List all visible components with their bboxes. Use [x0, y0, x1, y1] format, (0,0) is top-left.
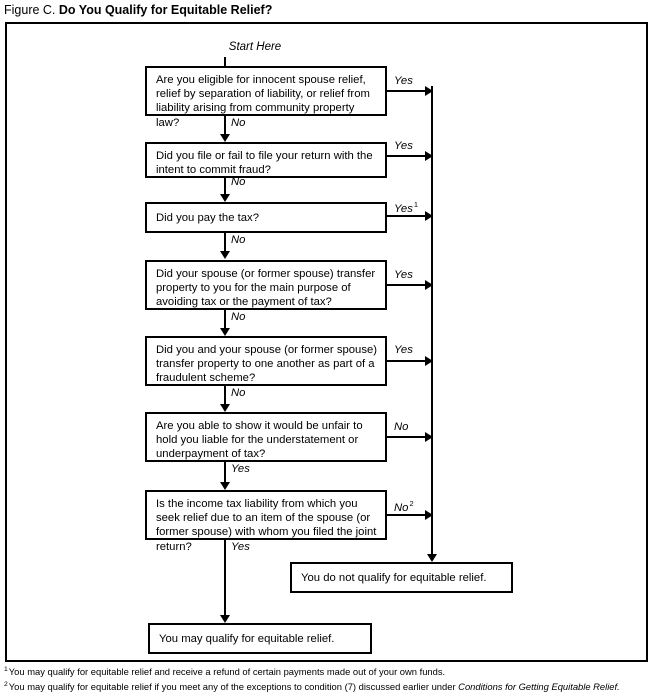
footnote-marker-1: 1 [413, 200, 419, 209]
figure-label: Figure C. [4, 3, 56, 17]
arrow-box5-no [220, 404, 230, 412]
decision-box-eligible-other-relief[interactable]: Are you eligible for innocent spouse rel… [145, 66, 387, 129]
footnote-2-marker: 2 [4, 680, 8, 688]
connector-box3-yes [387, 215, 427, 217]
figure-name: Do You Qualify for Equitable Relief? [58, 3, 273, 17]
connector-box7-yes-to-may-qualify [224, 540, 226, 619]
branch-label-text: No [394, 421, 409, 433]
branch-label-text: Yes [394, 269, 413, 281]
connector-box6-no [387, 436, 427, 438]
footnote-2: 2You may qualify for equitable relief if… [4, 679, 652, 693]
branch-label-text: Yes [231, 463, 250, 475]
connector-box2-yes [387, 155, 427, 157]
footnote-1-text: You may qualify for equitable relief and… [8, 666, 446, 678]
arrow-box6-yes [220, 482, 230, 490]
branch-label-box4-yes: Yes [394, 269, 413, 281]
branch-label-text: No [231, 117, 246, 129]
branch-label-box2-no: No [231, 176, 245, 188]
branch-label-text: No [231, 176, 246, 188]
branch-label-text: Yes [394, 202, 413, 215]
connector-box7-no [387, 514, 427, 516]
connector-box1-no [224, 116, 226, 138]
connector-box5-yes [387, 360, 427, 362]
start-here-label: Start Here [228, 41, 282, 53]
outcome-box-may-qualify[interactable]: You may qualify for equitable relief. [148, 623, 372, 654]
arrow-to-may-qualify [220, 615, 230, 623]
branch-label-text: Yes [231, 541, 250, 553]
footnote-marker-2: 2 [409, 499, 414, 508]
branch-label-box3-no: No [231, 234, 245, 246]
branch-label-box4-no: No [231, 311, 245, 323]
connector-box6-yes [224, 462, 226, 486]
arrow-box1-no [220, 134, 230, 142]
arrow-box3-yes [425, 211, 433, 221]
arrow-box5-yes [425, 356, 433, 366]
outcome-text: You may qualify for equitable relief. [159, 632, 335, 645]
branch-label-box1-no: No [231, 117, 245, 129]
branch-label-box2-yes: Yes [394, 140, 413, 152]
connector-box5-no [224, 386, 226, 408]
branch-label-text: No [231, 234, 246, 246]
decision-box-did-you-pay-the-tax[interactable]: Did you pay the tax? [145, 202, 387, 233]
branch-label-text: Yes [394, 140, 413, 152]
arrow-box4-no [220, 328, 230, 336]
footnote-2-text: You may qualify for equitable relief if … [8, 680, 459, 692]
branch-label-text: Yes [394, 344, 413, 356]
branch-label-box6-no: No [394, 421, 408, 433]
decision-box-text: Did you pay the tax? [156, 211, 259, 224]
page-title: Figure C. Do You Qualify for Equitable R… [4, 3, 272, 17]
arrow-box2-yes [425, 151, 433, 161]
connector-box2-no [224, 178, 226, 200]
connector-box4-no [224, 310, 226, 332]
arrow-box4-yes [425, 280, 433, 290]
branch-label-box5-no: No [231, 387, 245, 399]
footnote-1-marker: 1 [4, 666, 8, 673]
footnotes: 1You may qualify for equitable relief an… [4, 664, 652, 693]
connector-right-trunk [431, 86, 433, 560]
arrow-box2-no [220, 194, 230, 202]
branch-label-box7-yes: Yes [231, 541, 250, 553]
decision-box-unfair-to-hold-liable[interactable]: Are you able to show it would be unfair … [145, 412, 387, 462]
connector-box1-yes [387, 90, 427, 92]
arrow-box6-no [425, 432, 433, 442]
branch-label-box1-yes: Yes [394, 75, 413, 87]
arrow-box1-yes [425, 86, 433, 96]
connector-box3-no [224, 233, 226, 255]
decision-box-spouse-transfer-avoid-tax[interactable]: Did your spouse (or former spouse) trans… [145, 260, 387, 310]
arrow-trunk-to-not-qualify [427, 554, 437, 562]
flowchart-frame [5, 22, 648, 662]
branch-label-box7-no: No2 [394, 499, 414, 514]
branch-label-text: No [394, 501, 409, 514]
branch-label-text: Yes [394, 75, 413, 87]
outcome-box-not-qualify[interactable]: You do not qualify for equitable relief. [290, 562, 513, 593]
arrow-box7-no [425, 510, 433, 520]
branch-label-text: No [231, 387, 246, 399]
outcome-text: You do not qualify for equitable relief. [301, 571, 487, 584]
arrow-box3-no [220, 251, 230, 259]
decision-box-fraudulent-scheme-transfer[interactable]: Did you and your spouse (or former spous… [145, 336, 387, 386]
branch-label-box6-yes: Yes [231, 463, 250, 475]
branch-label-box5-yes: Yes [394, 344, 413, 356]
decision-box-liability-item-of-spouse[interactable]: Is the income tax liability from which y… [145, 490, 387, 553]
branch-label-text: No [231, 311, 246, 323]
branch-label-box3-yes: Yes1 [394, 200, 418, 215]
footnote-1: 1You may qualify for equitable relief an… [4, 664, 652, 679]
decision-box-intent-to-commit-fraud[interactable]: Did you file or fail to file your return… [145, 142, 387, 178]
connector-box4-yes [387, 284, 427, 286]
connector-start-to-box1 [224, 57, 226, 67]
footnote-2-italic-tail: Conditions for Getting Equitable Relief. [458, 680, 620, 692]
